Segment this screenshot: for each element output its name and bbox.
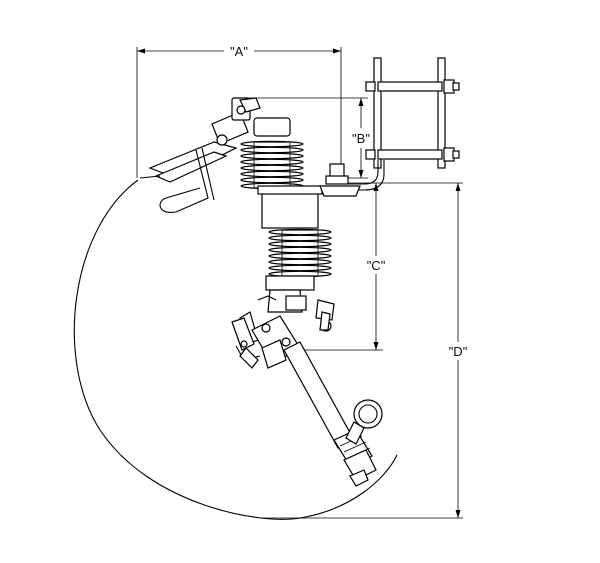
dimension-d: "D" bbox=[260, 183, 468, 519]
fuse-tube bbox=[283, 341, 377, 487]
lower-insulator-shed bbox=[268, 234, 332, 242]
upper-insulator-shed bbox=[240, 164, 304, 172]
lower-insulator-shed bbox=[268, 246, 332, 254]
upper-insulator-shed bbox=[240, 170, 304, 178]
upper-insulator-shed bbox=[240, 146, 304, 154]
bottom-hinge-assembly bbox=[231, 289, 335, 369]
lower-insulator-shed bbox=[268, 264, 332, 272]
dimension-a-label: "A" bbox=[230, 44, 248, 59]
upper-insulator-shed bbox=[240, 152, 304, 160]
dimension-c: "C" bbox=[300, 182, 463, 351]
lower-insulator-shed bbox=[268, 252, 332, 260]
dimension-b-label: "B" bbox=[352, 131, 370, 146]
dimension-b: "B" bbox=[248, 97, 370, 179]
swing-arc bbox=[73, 179, 398, 520]
top-contact-assembly bbox=[139, 97, 261, 213]
upper-insulator-shed bbox=[240, 158, 304, 166]
lower-insulator-shed bbox=[268, 258, 332, 266]
mounting-bracket bbox=[336, 57, 460, 191]
upper-insulator-shed bbox=[240, 176, 304, 184]
lower-insulator-shed bbox=[268, 240, 332, 248]
top-terminal-stud bbox=[319, 163, 361, 197]
upper-insulator bbox=[240, 117, 323, 229]
lower-insulator bbox=[265, 228, 332, 291]
dimension-a: "A" bbox=[136, 44, 342, 178]
dimension-c-label: "C" bbox=[367, 258, 386, 273]
dimension-d-label: "D" bbox=[449, 344, 468, 359]
pull-ring bbox=[345, 399, 383, 445]
